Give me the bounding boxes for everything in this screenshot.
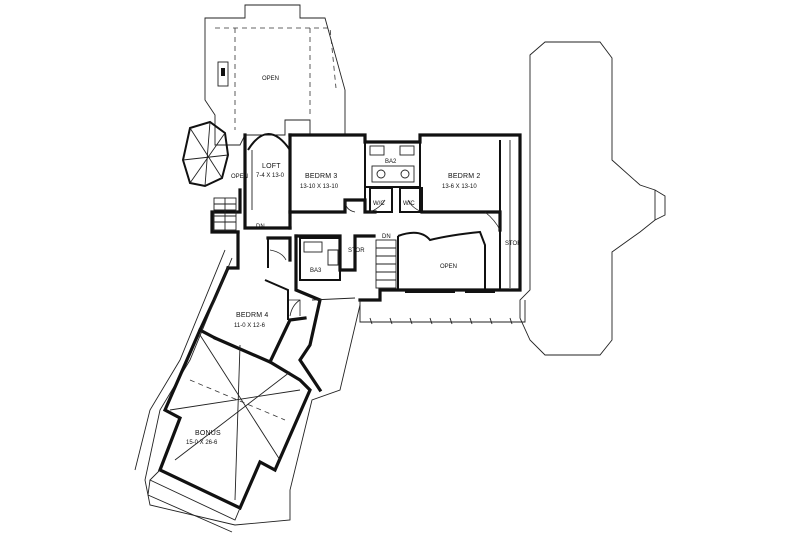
bonus-room: BONUS 15-0 X 26-6	[147, 327, 312, 533]
open-stair-label: OPEN	[440, 264, 457, 270]
dn-left: DN	[256, 224, 265, 230]
storage-right: STOR	[505, 140, 522, 288]
ba3-label: BA3	[310, 268, 322, 274]
bedrm3-name: BEDRM 3	[305, 173, 338, 180]
bonus-name: BONUS	[195, 430, 221, 437]
bath-3: BA3	[299, 237, 341, 281]
bedrm2-name: BEDRM 2	[448, 173, 481, 180]
bedrm2-dim: 13-6 X 13-10	[442, 184, 477, 190]
balcony	[359, 291, 526, 325]
loft-name: LOFT	[262, 163, 281, 170]
loft: LOFT 7-4 X 13-0 DN	[247, 133, 291, 230]
open-vault-top: OPEN	[204, 4, 346, 146]
wic-right: W/C	[403, 201, 415, 207]
central-area: STOR DN OPEN	[294, 230, 486, 290]
hallway-wing	[226, 230, 323, 393]
bath-2: BA2 W/C W/C	[364, 141, 423, 213]
bedrm4-name: BEDRM 4	[236, 312, 269, 319]
stor-mid: STOR	[348, 248, 365, 254]
open-side-label: OPEN	[231, 174, 248, 180]
bedroom-4: BEDRM 4 11-0 X 12-6	[197, 265, 307, 365]
bedroom-3: BEDRM 3 13-10 X 13-10	[288, 142, 377, 214]
stor-right: STOR	[505, 241, 522, 247]
open-top-label: OPEN	[262, 76, 279, 82]
bedrm4-dim: 11-0 X 12-6	[234, 323, 266, 329]
roof-outline-wing	[134, 249, 361, 526]
wic-left: W/C	[373, 201, 385, 207]
bedrm3-dim: 13-10 X 13-10	[300, 184, 339, 190]
dn-mid: DN	[382, 234, 391, 240]
loft-dim: 7-4 X 13-0	[256, 173, 285, 179]
stair-left	[213, 197, 237, 231]
ba2-label: BA2	[385, 159, 397, 165]
roof-outline-right	[519, 41, 666, 356]
octagon-bay: OPEN	[181, 120, 248, 188]
bedroom-2: BEDRM 2 13-6 X 13-10	[419, 140, 502, 290]
bonus-dim: 15-0 X 26-6	[186, 440, 218, 446]
